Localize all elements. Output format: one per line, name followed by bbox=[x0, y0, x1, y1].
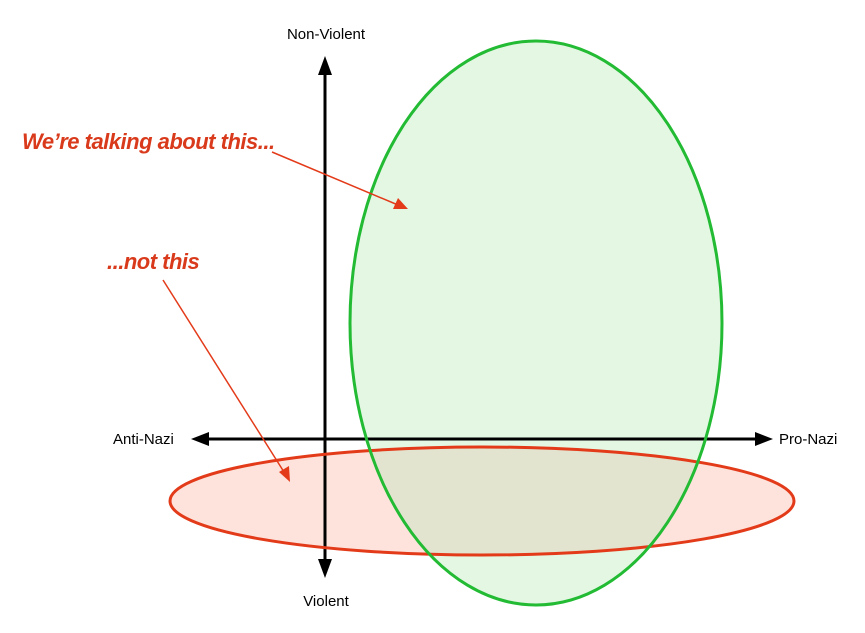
arrow-left-icon bbox=[191, 432, 209, 446]
arrowhead-primary-icon bbox=[393, 198, 408, 209]
overlap-region bbox=[350, 447, 722, 555]
green-ellipse-outline bbox=[348, 39, 724, 607]
annotation-arrow-primary bbox=[271, 151, 399, 206]
red-ellipse-outline bbox=[168, 445, 796, 557]
axis-label-top: Non-Violent bbox=[287, 26, 366, 43]
axis-label-left: Anti-Nazi bbox=[113, 431, 174, 448]
annotation-primary: We’re talking about this... bbox=[22, 129, 275, 154]
arrow-down-icon bbox=[318, 559, 332, 578]
annotation-arrow-secondary bbox=[162, 279, 285, 473]
axis-label-bottom: Violent bbox=[303, 593, 349, 610]
arrow-right-icon bbox=[755, 432, 773, 446]
annotation-secondary: ...not this bbox=[107, 249, 200, 274]
arrowhead-secondary-icon bbox=[279, 466, 290, 482]
axis-label-right: Pro-Nazi bbox=[779, 431, 837, 448]
arrow-up-icon bbox=[318, 56, 332, 75]
